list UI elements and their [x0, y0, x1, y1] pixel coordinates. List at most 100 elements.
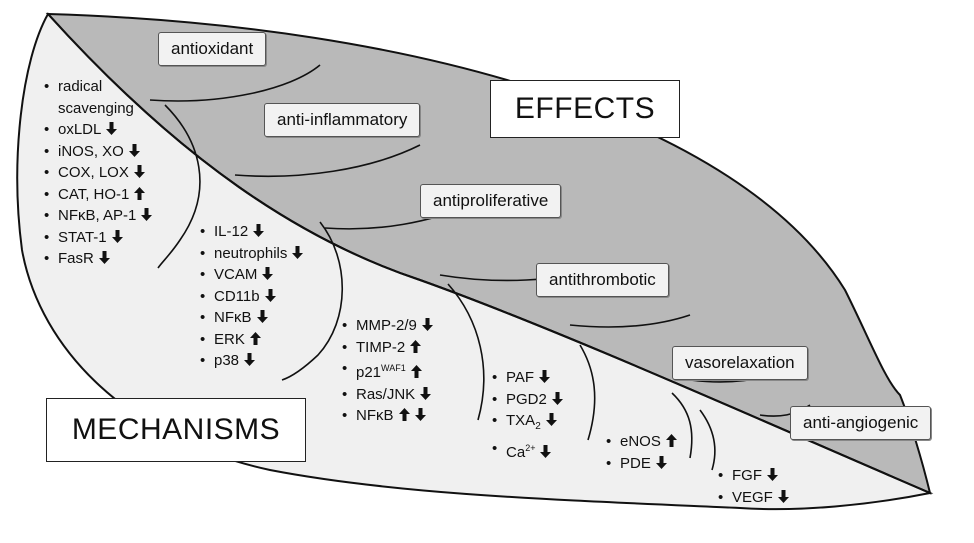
down-arrow-icon — [655, 455, 667, 469]
bullet-dot: • — [342, 385, 348, 403]
mechanism-text: ERK — [214, 330, 245, 348]
down-arrow-icon — [128, 143, 140, 157]
effect-box-antioxidant: antioxidant — [158, 32, 267, 66]
up-arrow-icon — [410, 365, 422, 378]
down-arrow-icon — [253, 224, 265, 237]
mechanism-text: IL-12 — [214, 223, 249, 240]
mechanism-item: •TXA2 — [492, 410, 563, 438]
upper-vein — [149, 64, 321, 102]
bullet-dot: • — [342, 407, 348, 424]
down-arrow-icon — [256, 310, 268, 323]
mechanism-text: CAT, HO-1 — [58, 185, 130, 203]
mechanism-item: • eNOS — [606, 431, 677, 453]
down-arrow-icon — [420, 386, 432, 400]
lower-veins — [157, 104, 716, 471]
bullet-dot: • — [492, 439, 498, 457]
mechanism-text: STAT-1 — [58, 228, 107, 246]
mechanism-text: VCAM — [214, 266, 258, 283]
mechanism-text: eNOS — [620, 433, 661, 450]
mechanism-item: • NFκB, AP-1 — [44, 205, 153, 227]
down-arrow-icon — [262, 267, 274, 280]
mechanism-item: • Ras/JNK — [342, 384, 433, 406]
bullet-dot: • — [606, 433, 612, 450]
mechanism-item: •PGD2 — [492, 389, 563, 411]
bullet-dot: • — [606, 454, 612, 472]
bullet-dot: • — [44, 164, 50, 181]
mechanism-text: Ras/JNK — [356, 385, 416, 403]
lower-vein — [699, 409, 716, 471]
subscript: 2 — [535, 421, 541, 432]
mechanism-text: CD11b — [214, 287, 260, 305]
bullet-dot: • — [200, 223, 206, 240]
mechanism-item: •STAT-1 — [44, 227, 152, 249]
mechanism-list-antiproliferative: •MMP-2/9•TIMP-2•p21WAF1•Ras/JNK•NFκB — [342, 315, 433, 427]
mechanism-item: • PDE — [606, 453, 677, 475]
mechanism-list-anti-inflammatory: •IL-12•neutrophils•VCAM•CD11b•NFκB•ERK•p… — [200, 221, 304, 372]
mechanism-text: PDE — [620, 454, 651, 472]
mechanism-list-vasorelaxation: • eNOS • PDE — [606, 431, 677, 474]
mechanism-item: • COX, LOX — [44, 162, 152, 184]
mechanism-text: FasR — [58, 250, 94, 267]
mechanism-item: scavenging — [44, 98, 152, 120]
mechanism-text: neutrophils — [214, 244, 288, 262]
mechanism-item: • FasR — [44, 248, 152, 270]
bullet-dot: • — [44, 185, 50, 203]
up-arrow-icon — [665, 434, 677, 447]
mechanism-item: •radical — [44, 76, 152, 98]
mechanism-item: •oxLDL — [44, 119, 152, 141]
mechanism-text: NFκB — [356, 407, 394, 424]
down-arrow-icon — [539, 370, 551, 383]
down-arrow-icon — [264, 288, 276, 302]
bullet-dot: • — [200, 309, 206, 326]
mechanism-item: •CD11b — [200, 286, 303, 308]
mechanism-item: • ERK — [200, 329, 303, 351]
mechanism-text: NFκB — [214, 309, 252, 326]
mechanism-text: oxLDL — [58, 121, 102, 138]
effect-box-antiproliferative: antiproliferative — [420, 184, 562, 218]
mechanism-item: •VCAM — [200, 264, 303, 286]
mechanism-item: • IL-12 — [200, 221, 303, 243]
effect-box-anti-inflammatory: anti-inflammatory — [264, 103, 421, 137]
up-arrow-icon — [249, 331, 261, 345]
bullet-dot: • — [342, 317, 348, 334]
down-arrow-icon — [540, 444, 552, 458]
up-arrow-icon — [398, 408, 410, 421]
mechanism-item: • NFκB — [200, 307, 303, 329]
mechanisms-title: MECHANISMS — [46, 398, 306, 462]
down-arrow-icon — [777, 489, 789, 503]
midrib-line — [47, 13, 931, 494]
effects-title: EFFECTS — [490, 80, 680, 138]
mechanism-text: NFκB, AP-1 — [58, 207, 137, 224]
bullet-dot: • — [44, 142, 50, 160]
mechanism-text: PAF — [506, 369, 535, 386]
effect-box-vasorelaxation: vasorelaxation — [672, 346, 808, 380]
mechanism-item: •p38 — [200, 350, 303, 372]
lower-vein — [671, 392, 693, 459]
bullet-dot: • — [44, 250, 50, 267]
down-arrow-icon — [141, 208, 153, 221]
mechanism-text: MMP-2/9 — [356, 317, 417, 334]
mechanism-text: iNOS, XO — [58, 142, 124, 160]
down-arrow-icon — [421, 318, 433, 331]
upper-vein — [234, 144, 421, 178]
lower-vein — [447, 283, 485, 421]
mechanism-item: •VEGF — [718, 487, 789, 509]
effect-box-anti-angiogenic: anti-angiogenic — [790, 406, 932, 440]
mechanism-item: • CAT, HO-1 — [44, 184, 152, 206]
mechanism-item: •p21WAF1 — [342, 358, 433, 384]
bullet-dot: • — [492, 390, 498, 408]
mechanism-item: •TIMP-2 — [342, 337, 433, 359]
down-arrow-icon — [551, 391, 563, 405]
bullet-dot: • — [718, 467, 724, 484]
lower-vein — [579, 344, 596, 441]
bullet-dot: • — [44, 207, 50, 224]
mechanism-item: •neutrophils — [200, 243, 304, 265]
bullet-dot: • — [718, 488, 724, 506]
mechanism-text: Ca — [506, 443, 526, 461]
mechanism-item: •PAF — [492, 367, 563, 389]
mechanism-item: • iNOS, XO — [44, 141, 152, 163]
mechanism-text: TIMP-2 — [356, 338, 406, 356]
bullet-dot: • — [200, 330, 206, 348]
mechanism-text: COX, LOX — [58, 164, 129, 181]
